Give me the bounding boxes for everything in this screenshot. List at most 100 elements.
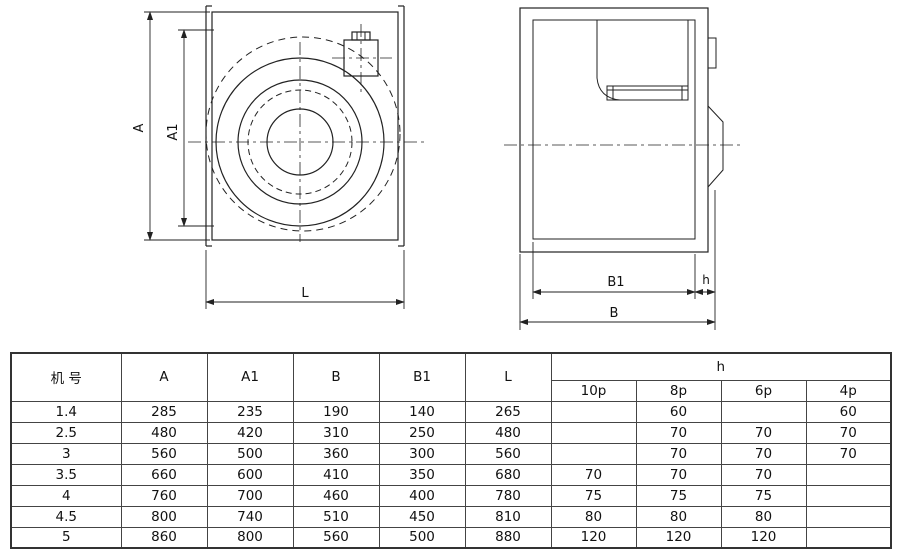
table-cell-a: 480 — [120, 421, 208, 444]
front-view-centerlines — [188, 24, 424, 242]
table-cell-h4p: 60 — [805, 400, 892, 423]
table-cell-l: 265 — [464, 400, 552, 423]
table-cell-a: 560 — [120, 442, 208, 465]
table-cell-a: 800 — [120, 505, 208, 528]
table-cell-machine: 3 — [10, 442, 122, 465]
scroll-dashed-circle — [205, 36, 401, 232]
table-cell-b1: 140 — [378, 400, 466, 423]
table-cell-h8p: 70 — [635, 463, 722, 486]
table-cell-a: 285 — [120, 400, 208, 423]
table-cell-machine: 2.5 — [10, 421, 122, 444]
dim-label-h: h — [702, 273, 710, 287]
table-cell-h6p: 80 — [720, 505, 807, 528]
table-cell-h6p: 70 — [720, 442, 807, 465]
col-header-b: B — [292, 352, 380, 402]
table-cell-a1: 740 — [206, 505, 294, 528]
col-header-h-8p: 8p — [635, 379, 722, 402]
table-cell-h8p: 75 — [635, 484, 722, 507]
table-cell-machine: 3.5 — [10, 463, 122, 486]
table-cell-h10p: 70 — [550, 463, 637, 486]
table-cell-h6p: 75 — [720, 484, 807, 507]
table-cell-h4p — [805, 463, 892, 486]
table-cell-l: 560 — [464, 442, 552, 465]
table-cell-machine: 4.5 — [10, 505, 122, 528]
table-cell-b: 460 — [292, 484, 380, 507]
dim-label-b: B — [610, 306, 619, 321]
table-cell-b1: 450 — [378, 505, 466, 528]
table-cell-b1: 400 — [378, 484, 466, 507]
table-cell-l: 810 — [464, 505, 552, 528]
table-cell-b: 410 — [292, 463, 380, 486]
table-cell-h8p: 120 — [635, 526, 722, 549]
fan-housing-side — [519, 7, 709, 253]
table-cell-machine: 1.4 — [10, 400, 122, 423]
table-cell-h4p — [805, 526, 892, 549]
table-cell-l: 880 — [464, 526, 552, 549]
table-cell-h10p: 80 — [550, 505, 637, 528]
col-header-h-4p: 4p — [805, 379, 892, 402]
table-cell-h10p — [550, 442, 637, 465]
table-cell-b1: 250 — [378, 421, 466, 444]
col-header-b1: B1 — [378, 352, 466, 402]
table-cell-a: 860 — [120, 526, 208, 549]
table-cell-a1: 500 — [206, 442, 294, 465]
table-cell-l: 680 — [464, 463, 552, 486]
outlet-flange-edge — [707, 37, 717, 69]
side-view-dimensions: B1 h B — [519, 190, 716, 330]
side-view-outline — [519, 7, 724, 253]
table-cell-h6p: 120 — [720, 526, 807, 549]
col-header-l: L — [464, 352, 552, 402]
table-cell-h10p: 75 — [550, 484, 637, 507]
table-cell-a1: 600 — [206, 463, 294, 486]
table-cell-h4p — [805, 484, 892, 507]
table-cell-a1: 800 — [206, 526, 294, 549]
dim-label-b1: B1 — [607, 275, 624, 290]
table-cell-b: 560 — [292, 526, 380, 549]
table-cell-b: 360 — [292, 442, 380, 465]
table-cell-b1: 350 — [378, 463, 466, 486]
table-cell-h10p: 120 — [550, 526, 637, 549]
fan-housing-front — [211, 11, 399, 241]
table-cell-b: 310 — [292, 421, 380, 444]
table-cell-l: 780 — [464, 484, 552, 507]
table-cell-h6p — [720, 400, 807, 423]
col-header-h: h — [550, 352, 892, 381]
dim-label-a1: A1 — [166, 123, 181, 140]
table-cell-machine: 4 — [10, 484, 122, 507]
fan-housing-side-inner — [532, 19, 696, 240]
col-header-h-6p: 6p — [720, 379, 807, 402]
table-cell-h4p — [805, 505, 892, 528]
table-cell-a1: 420 — [206, 421, 294, 444]
table-cell-b1: 500 — [378, 526, 466, 549]
table-cell-b1: 300 — [378, 442, 466, 465]
table-cell-a: 760 — [120, 484, 208, 507]
table-cell-machine: 5 — [10, 526, 122, 549]
outlet-protrusion — [707, 105, 724, 188]
table-cell-h4p: 70 — [805, 421, 892, 444]
front-view-outline — [205, 5, 405, 247]
table-cell-h6p: 70 — [720, 421, 807, 444]
table-cell-h10p — [550, 421, 637, 444]
table-cell-h4p: 70 — [805, 442, 892, 465]
table-cell-h6p: 70 — [720, 463, 807, 486]
front-view-dimensions: A A1 L — [132, 11, 405, 309]
table-cell-h8p: 70 — [635, 421, 722, 444]
technical-drawing: A A1 L B1 h — [132, 5, 742, 330]
col-header-h-10p: 10p — [550, 379, 637, 402]
col-header-a1: A1 — [206, 352, 294, 402]
table-cell-a1: 700 — [206, 484, 294, 507]
table-cell-h8p: 80 — [635, 505, 722, 528]
table-cell-l: 480 — [464, 421, 552, 444]
dim-label-l: L — [301, 286, 309, 301]
table-cell-a1: 235 — [206, 400, 294, 423]
table-cell-h10p — [550, 400, 637, 423]
col-header-a: A — [120, 352, 208, 402]
table-cell-b: 190 — [292, 400, 380, 423]
